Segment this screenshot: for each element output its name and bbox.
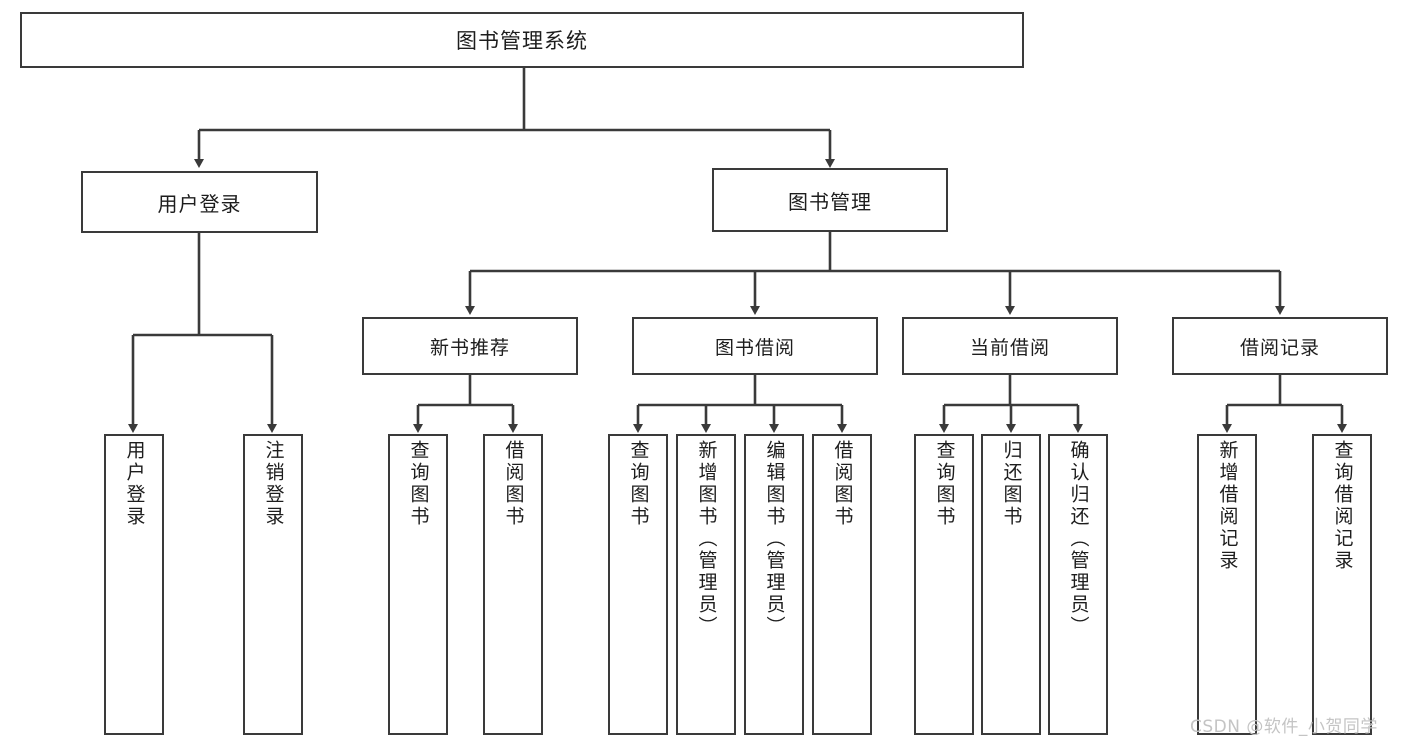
leaf-confirm-return-admin[interactable]: 确认归还（管理员） xyxy=(1048,434,1108,735)
node-borrow-record[interactable]: 借阅记录 xyxy=(1172,317,1388,375)
node-label: 查询图书 xyxy=(627,440,650,528)
csdn-watermark: CSDN @软件_小贺同学 xyxy=(1190,717,1378,737)
node-root-system[interactable]: 图书管理系统 xyxy=(20,12,1024,68)
node-label: 查询图书 xyxy=(407,440,430,528)
node-label: 新书推荐 xyxy=(429,336,510,359)
node-book-manage[interactable]: 图书管理 xyxy=(712,168,948,232)
leaf-query-book-recommend[interactable]: 查询图书 xyxy=(388,434,448,735)
node-current-borrow[interactable]: 当前借阅 xyxy=(902,317,1118,375)
node-label: 用户登录 xyxy=(157,191,242,216)
node-label: 查询借阅记录 xyxy=(1331,440,1354,572)
node-label: 编辑图书（管理员） xyxy=(763,440,786,638)
node-label: 查询图书 xyxy=(933,440,956,528)
node-label: 确认归还（管理员） xyxy=(1067,440,1090,638)
leaf-query-book-borrow[interactable]: 查询图书 xyxy=(608,434,668,735)
node-book-borrow[interactable]: 图书借阅 xyxy=(632,317,878,375)
leaf-user-login[interactable]: 用户登录 xyxy=(104,434,164,735)
node-new-book-recommend[interactable]: 新书推荐 xyxy=(362,317,578,375)
node-label: 用户登录 xyxy=(123,440,146,528)
leaf-add-book-admin[interactable]: 新增图书（管理员） xyxy=(676,434,736,735)
leaf-query-borrow-record[interactable]: 查询借阅记录 xyxy=(1312,434,1372,735)
node-label: 归还图书 xyxy=(1000,440,1023,528)
node-label: 借阅记录 xyxy=(1239,336,1320,359)
node-label: 借阅图书 xyxy=(502,440,525,528)
node-user-login[interactable]: 用户登录 xyxy=(81,171,318,233)
leaf-return-book[interactable]: 归还图书 xyxy=(981,434,1041,735)
leaf-edit-book-admin[interactable]: 编辑图书（管理员） xyxy=(744,434,804,735)
leaf-query-book-current[interactable]: 查询图书 xyxy=(914,434,974,735)
node-label: 借阅图书 xyxy=(831,440,854,528)
node-label: 图书管理 xyxy=(788,189,872,214)
leaf-borrow-book[interactable]: 借阅图书 xyxy=(812,434,872,735)
node-label: 新增图书（管理员） xyxy=(695,440,718,638)
node-label: 图书管理系统 xyxy=(456,29,588,53)
node-label: 新增借阅记录 xyxy=(1216,440,1239,572)
leaf-borrow-book-recommend[interactable]: 借阅图书 xyxy=(483,434,543,735)
node-label: 图书借阅 xyxy=(714,336,795,359)
node-label: 当前借阅 xyxy=(969,336,1050,359)
leaf-logout[interactable]: 注销登录 xyxy=(243,434,303,735)
leaf-add-borrow-record[interactable]: 新增借阅记录 xyxy=(1197,434,1257,735)
node-label: 注销登录 xyxy=(262,440,285,528)
